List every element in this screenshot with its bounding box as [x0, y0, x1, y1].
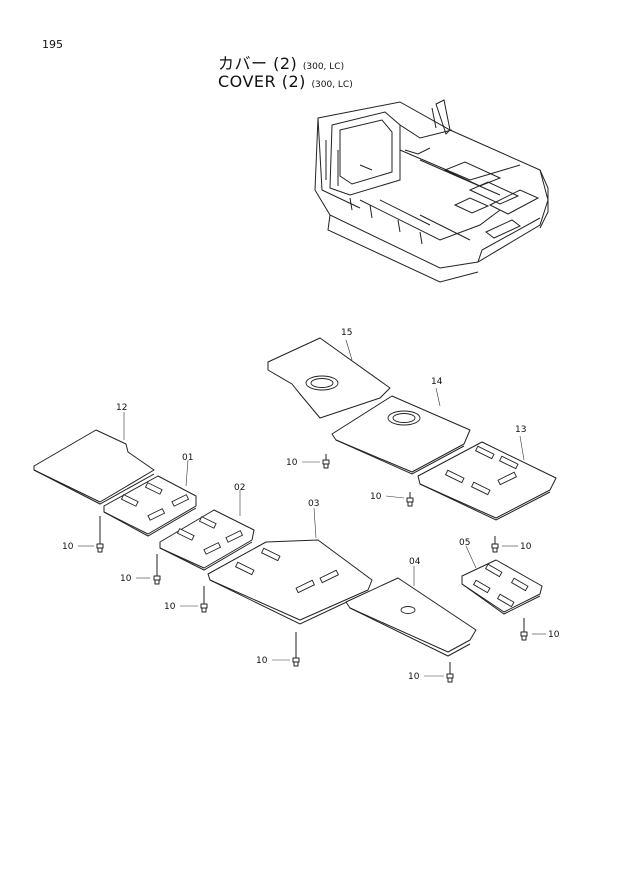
bolt	[292, 632, 300, 667]
label-10: 10	[286, 458, 298, 468]
part-03-cover-plate	[207, 539, 373, 625]
label-04: 04	[409, 557, 421, 567]
bolt	[200, 586, 208, 613]
part-01-cover-plate	[103, 475, 197, 537]
label-01: 01	[182, 453, 193, 463]
part-14-cover-plate	[331, 395, 471, 475]
bolt-group	[96, 454, 528, 683]
part-15-cover-plate	[267, 337, 391, 419]
label-10: 10	[62, 542, 74, 552]
label-10: 10	[408, 672, 420, 682]
label-10: 10	[164, 602, 176, 612]
bolt	[491, 536, 499, 553]
label-13: 13	[515, 425, 526, 435]
label-02: 02	[234, 483, 245, 493]
part-13-cover-plate	[417, 441, 557, 521]
bolt	[322, 454, 330, 469]
label-10: 10	[120, 574, 132, 584]
bolt	[96, 516, 104, 553]
label-15: 15	[341, 328, 352, 338]
title-english: COVER (2) (300, LC)	[218, 72, 353, 91]
bolt	[406, 492, 414, 507]
label-12: 12	[116, 403, 127, 413]
label-10: 10	[370, 492, 382, 502]
title-english-text: COVER (2)	[218, 72, 306, 91]
label-10: 10	[256, 656, 268, 666]
label-03: 03	[308, 499, 319, 509]
label-10: 10	[548, 630, 560, 640]
label-05: 05	[459, 538, 470, 548]
part-05-cover-plate	[461, 559, 543, 615]
machine-overview-illustration	[314, 99, 549, 283]
title-japanese: カバー (2) (300, LC)	[218, 50, 344, 74]
part-04-cover-plate	[345, 577, 477, 657]
title-japanese-note: (300, LC)	[302, 62, 345, 72]
title-english-note: (300, LC)	[311, 80, 353, 90]
leader-lines	[78, 339, 546, 677]
label-14: 14	[431, 377, 443, 387]
label-10: 10	[520, 542, 532, 552]
page-number: 195	[42, 38, 63, 51]
part-02-cover-plate	[159, 509, 255, 571]
bolt	[153, 554, 161, 585]
bolt	[446, 662, 454, 683]
bolt	[520, 618, 528, 641]
title-japanese-text: カバー (2)	[218, 54, 298, 73]
part-12-cover-plate	[33, 429, 155, 505]
part-labels: 15 14 13 12 01 02 03 04 05 10 10 10 10 1…	[62, 328, 560, 682]
